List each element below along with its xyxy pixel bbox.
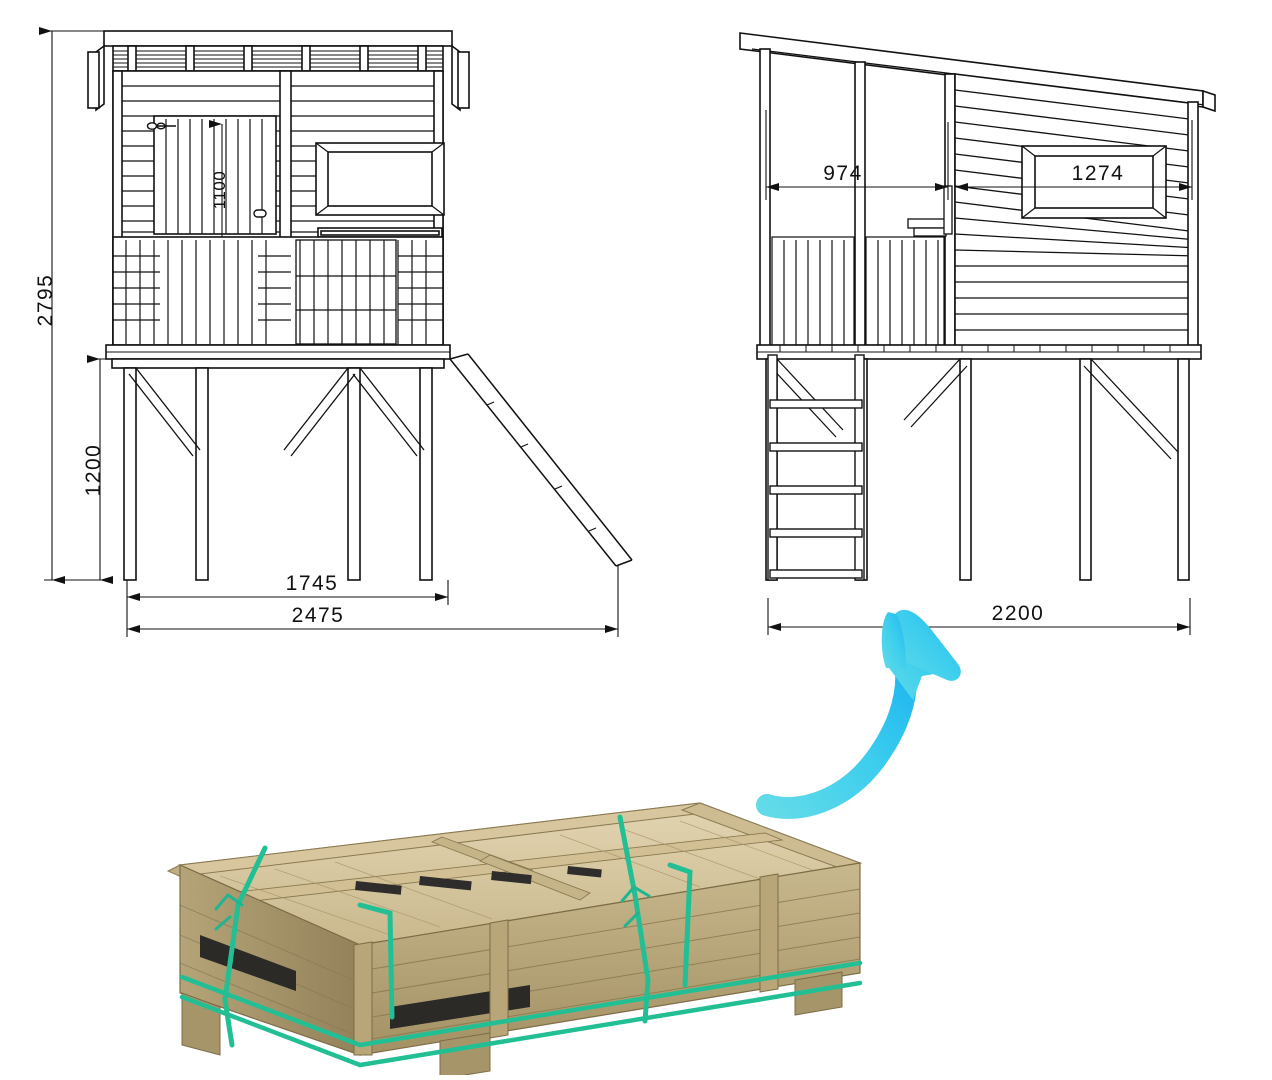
dim-label-2475: 2475 bbox=[292, 604, 345, 627]
dim-1274 bbox=[955, 120, 1193, 200]
curved-up-arrow-icon bbox=[756, 609, 961, 819]
front-elevation bbox=[39, 27, 633, 637]
dim-2475 bbox=[126, 566, 619, 637]
front-window bbox=[315, 142, 445, 238]
dim-974 bbox=[765, 110, 949, 200]
side-window bbox=[1021, 145, 1167, 219]
dim-label-1274: 1274 bbox=[1072, 162, 1125, 185]
flat-pack-pallet-photo bbox=[60, 745, 880, 1080]
side-elevation bbox=[739, 32, 1216, 635]
slide bbox=[449, 353, 633, 567]
dim-label-974: 974 bbox=[823, 162, 863, 185]
dim-label-2200: 2200 bbox=[992, 602, 1045, 625]
dim-label-1100: 1100 bbox=[210, 171, 229, 210]
dim-label-1200: 1200 bbox=[82, 444, 105, 497]
dim-1745 bbox=[126, 580, 449, 605]
ladder bbox=[767, 354, 865, 581]
dim-label-2795: 2795 bbox=[34, 274, 57, 327]
dim-1200 bbox=[87, 355, 113, 584]
dim-label-1745: 1745 bbox=[286, 572, 339, 595]
pallet-illustration bbox=[166, 802, 863, 1080]
dim-2200 bbox=[767, 598, 1191, 635]
